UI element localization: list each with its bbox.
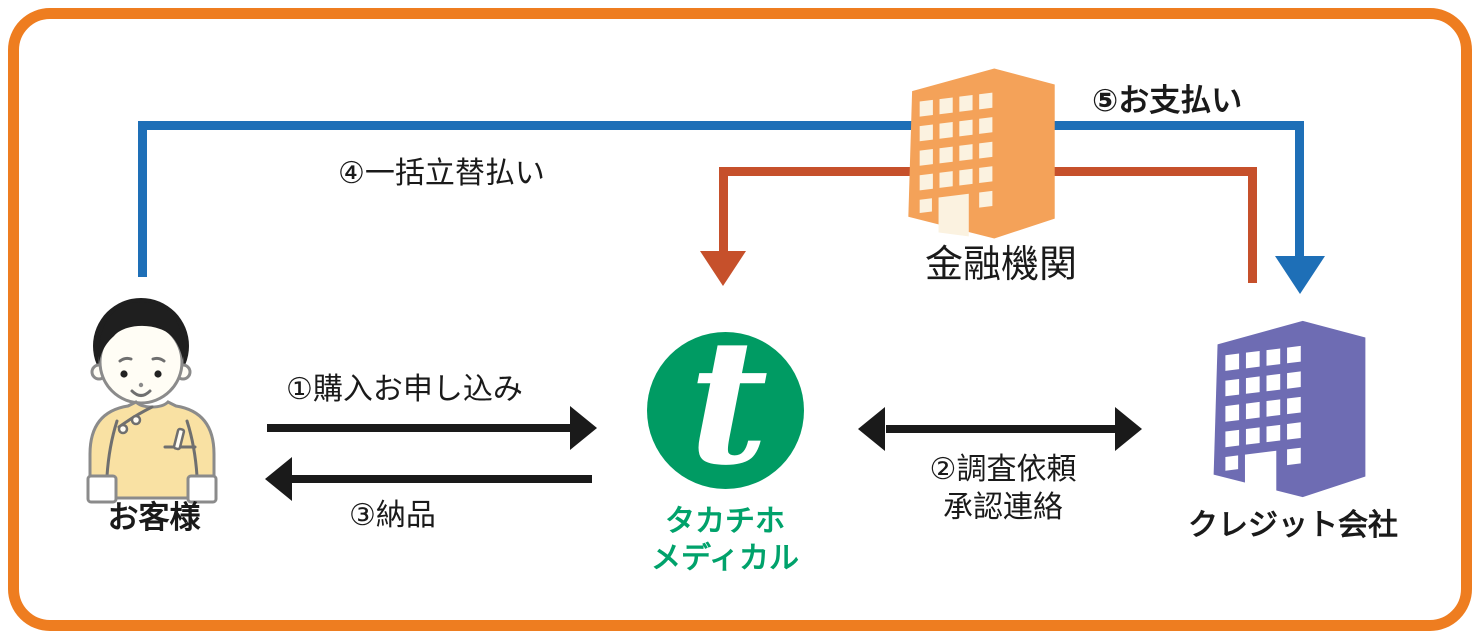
flow2-label-line1: ②調査依頼: [929, 453, 1077, 486]
flow5-line-horizontal: [138, 121, 1304, 130]
bank-building-icon: [908, 68, 1055, 249]
flow2-label-line2: 承認連絡: [943, 491, 1063, 524]
flow5-arrowhead-icon: [1275, 256, 1325, 294]
flow3-arrowhead-icon: [265, 457, 292, 501]
flow4-line-right-vertical: [1248, 167, 1257, 283]
flow2-arrowhead-left-icon: [858, 407, 885, 451]
customer-label: お客様: [107, 500, 201, 535]
credit-company-label: クレジット会社: [1188, 509, 1398, 542]
flow3-arrow-shaft: [291, 475, 592, 483]
flow1-arrowhead-icon: [570, 406, 597, 450]
flow4-line-left-vertical: [719, 167, 728, 253]
flow2-arrowhead-right-icon: [1115, 407, 1142, 451]
credit-company-building-icon: [1213, 320, 1366, 508]
flow2-arrow-shaft: [886, 425, 1115, 433]
takachiho-label-line1: タカチホ: [665, 505, 785, 538]
flow1-arrow-shaft: [267, 424, 570, 432]
takachiho-label: タカチホ メディカル: [651, 503, 799, 577]
flow2-label: ②調査依頼 承認連絡: [930, 451, 1077, 527]
frame-border: [8, 8, 1472, 631]
customer-illustration: [86, 298, 218, 504]
flow5-line-left-vertical: [138, 121, 147, 277]
flow5-line-right-vertical: [1295, 121, 1304, 258]
flow4-label: ④一括立替払い: [338, 157, 545, 190]
takachiho-label-line2: メディカル: [651, 542, 799, 575]
flow4-arrowhead-icon: [700, 251, 746, 286]
takachiho-logo-letter: t: [688, 299, 769, 503]
bank-label: 金融機関: [924, 244, 1078, 286]
flow1-label: ①購入お申し込み: [286, 373, 523, 406]
flow5-label: ⑤お支払い: [1092, 83, 1243, 118]
flow3-label: ③納品: [349, 499, 436, 532]
takachiho-logo-icon: t: [647, 315, 804, 489]
